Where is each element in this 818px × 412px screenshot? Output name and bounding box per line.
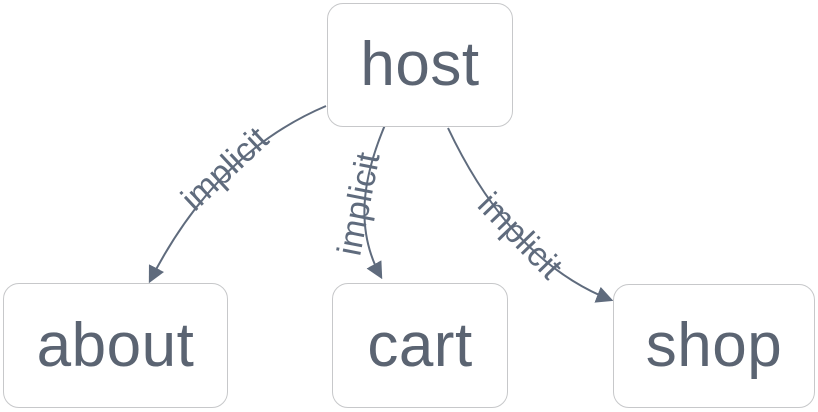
node-host: host: [327, 3, 513, 127]
node-shop-label: shop: [645, 311, 783, 380]
node-about-label: about: [36, 310, 195, 380]
edge-host-about: [148, 105, 327, 284]
node-host-label: host: [360, 30, 480, 99]
node-about: about: [3, 283, 228, 408]
node-shop: shop: [613, 284, 815, 408]
edge-host-cart: [363, 124, 386, 280]
node-cart: cart: [332, 283, 508, 408]
node-cart-label: cart: [367, 310, 473, 380]
edge-host-shop: [447, 127, 614, 303]
